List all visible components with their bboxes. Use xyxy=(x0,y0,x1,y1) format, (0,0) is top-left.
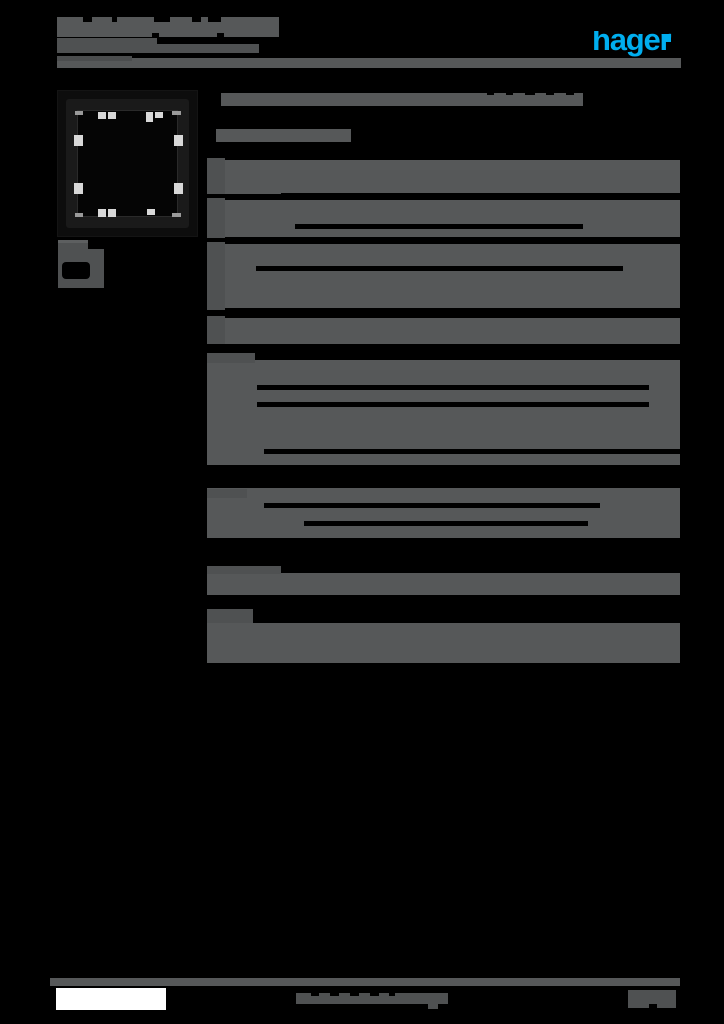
title-notch xyxy=(192,17,201,22)
heading-tick xyxy=(566,91,574,95)
spec-row-separator xyxy=(281,193,680,197)
thumbnail-cutout xyxy=(62,262,90,279)
frame-clip xyxy=(108,209,116,217)
product-image xyxy=(57,90,198,237)
spec-row-separator xyxy=(264,503,600,508)
page-title xyxy=(57,17,279,37)
frame-clip xyxy=(74,183,83,194)
footer-tick xyxy=(370,991,379,996)
frame-clip xyxy=(174,135,183,146)
footer-divider xyxy=(50,978,680,986)
title-notch xyxy=(208,17,221,22)
title-notch xyxy=(154,17,170,22)
spec-row xyxy=(207,623,680,663)
logo-mask xyxy=(594,27,674,31)
header-divider xyxy=(57,58,681,68)
heading-tick xyxy=(487,91,494,95)
frame-corner xyxy=(172,111,181,115)
spec-row-label xyxy=(207,489,247,498)
thumbnail-dimension-line xyxy=(58,240,104,243)
frame-clip xyxy=(146,112,153,122)
thumbnail-notch xyxy=(88,240,104,249)
footer-url-box[interactable]: hager.com/fr-ch xyxy=(56,988,166,1010)
spec-row-separator xyxy=(304,521,588,526)
spec-row xyxy=(207,160,680,194)
title-notch xyxy=(83,17,92,22)
title-notch xyxy=(152,33,159,38)
spec-row-label xyxy=(207,198,225,238)
title-notch xyxy=(217,33,224,38)
spec-row-separator xyxy=(256,266,623,271)
spec-row-label xyxy=(207,609,253,623)
logo-accent-dot xyxy=(664,34,671,42)
heading-tick xyxy=(525,91,535,95)
spec-row xyxy=(207,318,680,344)
header-divider-segment xyxy=(57,56,132,61)
spec-row-separator xyxy=(257,402,649,407)
frame-clip xyxy=(155,112,163,118)
frame-clip xyxy=(98,209,106,217)
footer-tick xyxy=(330,991,339,996)
footer-tick xyxy=(350,991,359,996)
heading-tick xyxy=(546,91,554,95)
frame-clip xyxy=(98,112,106,119)
frame-corner xyxy=(75,111,83,115)
spec-row xyxy=(207,244,680,308)
frame-clip xyxy=(147,209,155,215)
frame-clip xyxy=(74,135,83,146)
frame-clip xyxy=(108,112,116,119)
page-number-gap xyxy=(649,1004,657,1010)
spec-row xyxy=(207,200,680,237)
frame-corner xyxy=(172,213,181,217)
footer-tick xyxy=(311,991,319,996)
spec-row xyxy=(207,573,680,595)
heading-tick xyxy=(506,91,513,95)
footer-center-text xyxy=(296,993,448,1004)
spec-row xyxy=(207,488,680,538)
spec-row-separator xyxy=(257,385,649,390)
page-number xyxy=(628,990,676,1008)
spec-row xyxy=(207,360,680,465)
spec-heading xyxy=(221,93,583,106)
frame-inner-shape xyxy=(77,110,178,217)
spec-row-separator xyxy=(295,224,583,229)
footer-text-descender xyxy=(428,1002,438,1009)
title-notch xyxy=(112,17,117,22)
frame-clip xyxy=(174,183,183,194)
spec-row-label xyxy=(207,353,255,363)
hager-logo: hager xyxy=(592,24,676,55)
page-subtitle-secondary xyxy=(152,44,259,53)
spec-row-separator xyxy=(264,449,680,454)
spec-row-label xyxy=(207,242,225,310)
spec-row-label xyxy=(207,316,225,344)
footer-tick xyxy=(389,991,395,996)
frame-corner xyxy=(75,213,83,217)
spec-section-label xyxy=(216,129,351,142)
spec-row-label xyxy=(207,566,281,574)
page-subtitle xyxy=(57,38,157,53)
spec-row-label xyxy=(207,158,225,194)
